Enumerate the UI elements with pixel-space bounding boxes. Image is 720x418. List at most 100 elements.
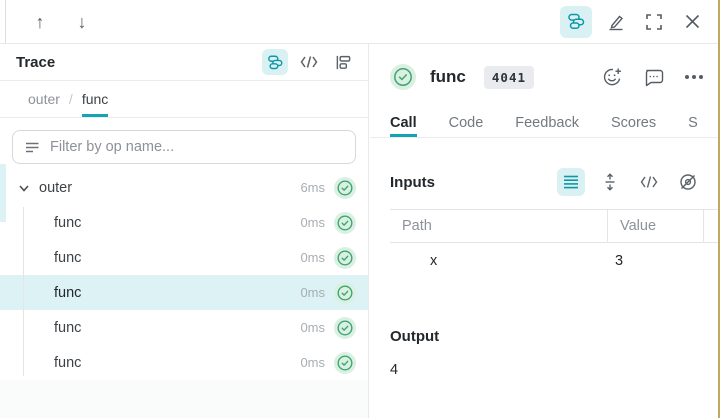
op-filter-input[interactable] — [50, 139, 343, 155]
output-heading: Output — [390, 328, 440, 345]
tab-feedback[interactable]: Feedback — [515, 115, 579, 131]
call-header: func 4041 — [370, 44, 720, 100]
trace-panel-title: Trace — [16, 53, 56, 71]
breadcrumb-item-outer[interactable]: outer — [28, 91, 60, 107]
success-status-icon — [334, 281, 356, 304]
tab-scores[interactable]: Scores — [610, 115, 657, 131]
success-status-icon — [334, 211, 356, 234]
list-view-button[interactable] — [557, 168, 585, 196]
expand-rows-button[interactable] — [596, 168, 624, 196]
tree-row-duration: 0ms — [300, 355, 325, 370]
trace-view-switcher — [262, 49, 356, 75]
tree-row-label: func — [54, 319, 82, 336]
indent-guide-line — [23, 207, 24, 376]
tree-row-duration: 0ms — [300, 320, 325, 335]
code-icon — [640, 175, 658, 189]
tree-row-func-4[interactable]: func 0ms — [0, 310, 368, 345]
more-options-button[interactable] — [680, 63, 708, 91]
tree-row-func-3[interactable]: func 0ms — [0, 275, 368, 310]
tab-code[interactable]: Code — [448, 115, 484, 131]
close-icon — [684, 13, 701, 30]
output-value: 4 — [390, 362, 399, 378]
call-id-badge[interactable]: 4041 — [483, 65, 534, 89]
call-content: Inputs — [370, 168, 720, 378]
next-call-button[interactable]: ↓ — [68, 8, 96, 36]
input-end-spacer — [703, 243, 718, 278]
tree-row-outer-0[interactable]: outer 6ms — [0, 170, 368, 205]
tree-row-label: outer — [39, 179, 73, 196]
hide-values-button[interactable] — [674, 168, 702, 196]
call-title: func — [430, 67, 466, 86]
previous-call-button[interactable]: ↑ — [26, 8, 54, 36]
comment-button[interactable] — [639, 63, 667, 91]
tree-row-label: func — [54, 284, 82, 301]
add-reaction-button[interactable] — [598, 63, 626, 91]
op-filter[interactable] — [12, 130, 356, 164]
call-detail-panel: func 4041 — [370, 44, 720, 418]
arrow-down-icon: ↓ — [77, 11, 87, 32]
list-icon — [563, 175, 579, 189]
left-edge-artifact-line — [5, 0, 6, 43]
expand-vertical-icon — [602, 173, 618, 191]
top-toolbar: ↑ ↓ — [0, 0, 720, 44]
tree-row-label: func — [54, 249, 82, 266]
filter-icon — [25, 141, 40, 154]
call-navigation: ↑ ↓ — [26, 8, 96, 36]
comment-bubble-icon — [643, 67, 664, 88]
tree-row-duration: 0ms — [300, 285, 325, 300]
ellipsis-icon — [684, 74, 704, 80]
add-reaction-icon — [601, 66, 623, 88]
breadcrumb-item-func[interactable]: func — [81, 81, 109, 117]
breadcrumb-separator: / — [68, 91, 73, 107]
fullscreen-icon — [645, 13, 663, 31]
success-status-icon — [334, 316, 356, 339]
screenshot-right-edge-line — [718, 0, 720, 418]
tree-row-label: func — [54, 214, 82, 231]
tree-row-func-1[interactable]: func 0ms — [0, 205, 368, 240]
input-value-cell: 3 — [615, 252, 624, 269]
column-header-path: Path — [402, 218, 432, 234]
stack-icon — [267, 54, 284, 71]
stack-view-button[interactable] — [560, 5, 592, 38]
flame-graph-icon — [335, 54, 352, 71]
success-status-icon — [334, 246, 356, 269]
code-icon — [300, 55, 318, 69]
fullscreen-button[interactable] — [640, 8, 668, 36]
chevron-down-icon[interactable] — [17, 181, 31, 195]
tree-row-duration: 6ms — [300, 180, 325, 195]
trace-panel-footer — [0, 380, 368, 418]
inputs-toolbar — [557, 168, 702, 196]
tab-call[interactable]: Call — [390, 108, 417, 137]
inputs-heading: Inputs — [390, 173, 435, 191]
tree-row-duration: 0ms — [300, 215, 325, 230]
success-status-icon — [334, 176, 356, 199]
call-tabs: Call Code Feedback Scores S — [370, 108, 720, 138]
tree-row-func-5[interactable]: func 0ms — [0, 345, 368, 380]
code-toggle-button[interactable] — [635, 168, 663, 196]
tree-row-label: func — [54, 354, 82, 371]
underlying-selection-sliver — [0, 164, 6, 222]
inputs-header: Inputs — [390, 168, 720, 196]
flame-view-button[interactable] — [330, 49, 356, 75]
pencil-icon — [606, 12, 626, 32]
tree-row-func-2[interactable]: func 0ms — [0, 240, 368, 275]
success-status-icon — [334, 351, 356, 374]
inputs-table-header: Path Value — [390, 209, 718, 243]
column-header-value: Value — [607, 210, 703, 242]
eye-off-icon — [678, 172, 698, 192]
success-status-icon — [390, 64, 416, 90]
tab-s[interactable]: S — [688, 115, 698, 131]
close-button[interactable] — [678, 8, 706, 36]
trace-breadcrumb: outer / func — [0, 81, 368, 118]
tree-view-button[interactable] — [262, 49, 288, 75]
arrow-up-icon: ↑ — [35, 11, 45, 32]
tree-row-duration: 0ms — [300, 250, 325, 265]
trace-panel-header: Trace — [0, 44, 368, 81]
code-view-button[interactable] — [296, 49, 322, 75]
edit-button[interactable] — [602, 8, 630, 36]
topbar-actions — [560, 5, 706, 38]
